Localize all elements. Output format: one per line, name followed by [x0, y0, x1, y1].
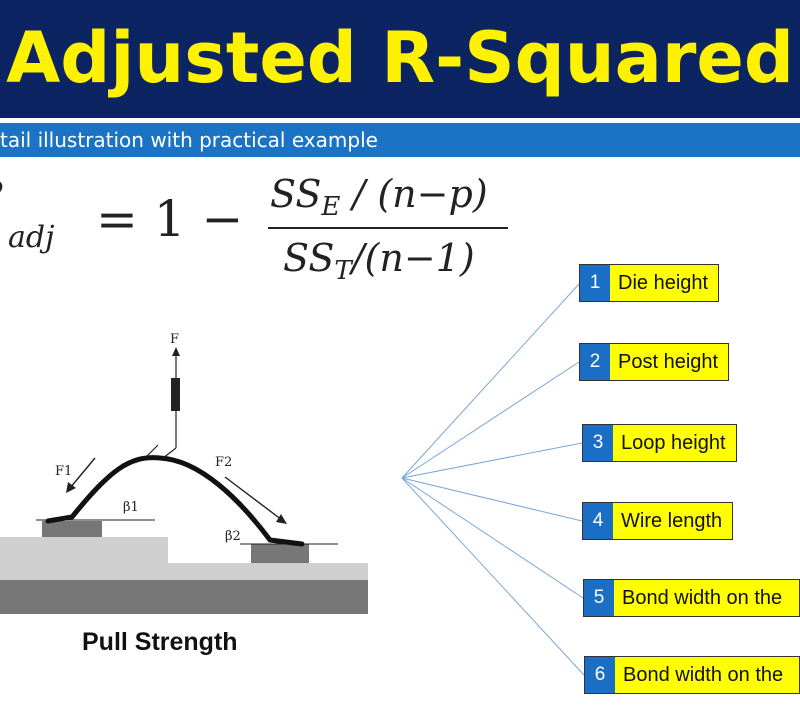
- num-sub: E: [321, 192, 341, 222]
- num-rest: / (n−p): [340, 172, 488, 216]
- title-banner: Adjusted R-Squared: [0, 0, 800, 118]
- factor-label: Post height: [618, 350, 719, 373]
- den-ss: SS: [283, 236, 335, 280]
- force-arrowhead: [172, 347, 180, 356]
- connector-1: [401, 283, 580, 479]
- factor-number: 4: [583, 503, 613, 539]
- beta2-label: β2: [225, 529, 241, 544]
- factor-label: Loop height: [621, 431, 726, 454]
- factor-label: Bond width on the: [622, 586, 783, 609]
- formula-lhs-sub: adj: [8, 220, 55, 255]
- factor-number: 2: [580, 344, 610, 380]
- substrate-base: [0, 580, 368, 614]
- den-sub: T: [334, 256, 352, 286]
- formula-numerator: SSE / (n−p): [270, 172, 488, 222]
- factor-box-2: 2 Post height: [579, 343, 730, 381]
- connector-4: [401, 477, 583, 522]
- factor-box-5: 5 Bond width on the: [583, 579, 800, 617]
- subtitle-bar: tail illustration with practical example: [0, 123, 800, 157]
- factor-label: Die height: [618, 271, 709, 294]
- diagram-caption: Pull Strength: [82, 628, 238, 656]
- factor-box-6: 6 Bond width on the: [584, 656, 800, 694]
- f2-arrowhead: [276, 514, 287, 524]
- connector-3: [401, 442, 583, 479]
- formula-denominator: SST/(n−1): [283, 236, 475, 286]
- f2-arrow: [224, 476, 283, 521]
- die-pad: [42, 521, 102, 537]
- factor-box-1: 1 Die height: [579, 264, 720, 302]
- formula-equals: = 1 −: [96, 190, 244, 248]
- beta1-label: β1: [123, 500, 139, 515]
- subtitle: tail illustration with practical example: [0, 128, 378, 152]
- bond-wire: [45, 455, 305, 547]
- pull-tool: [171, 378, 180, 411]
- page-title: Adjusted R-Squared: [6, 17, 794, 99]
- adjusted-r2-formula: 2 adj = 1 − SSE / (n−p) SST/(n−1): [0, 160, 560, 290]
- formula-lhs-power: 2: [0, 176, 5, 217]
- fraction-line: [268, 227, 508, 229]
- connector-6: [401, 477, 585, 676]
- factor-box-4: 4 Wire length: [582, 502, 734, 540]
- f2-label: F2: [215, 455, 232, 470]
- factor-number: 3: [583, 425, 613, 461]
- hook-lines: [145, 444, 177, 459]
- factor-box-3: 3 Loop height: [582, 424, 737, 462]
- connector-lines: [401, 283, 585, 676]
- den-rest: /(n−1): [351, 236, 475, 280]
- post-pad: [251, 544, 309, 563]
- f1-arrow: [69, 457, 96, 489]
- connector-2: [401, 361, 580, 479]
- factor-number: 1: [580, 265, 610, 301]
- factor-number: 6: [585, 657, 615, 693]
- force-label: F: [170, 332, 179, 347]
- num-ss: SS: [270, 172, 322, 216]
- connector-5: [401, 477, 584, 599]
- f1-label: F1: [55, 464, 72, 479]
- f1-arrowhead: [66, 482, 76, 493]
- factor-number: 5: [584, 580, 614, 616]
- factor-label: Bond width on the: [623, 663, 784, 686]
- substrate-step: [0, 537, 368, 580]
- factor-label: Wire length: [621, 509, 723, 532]
